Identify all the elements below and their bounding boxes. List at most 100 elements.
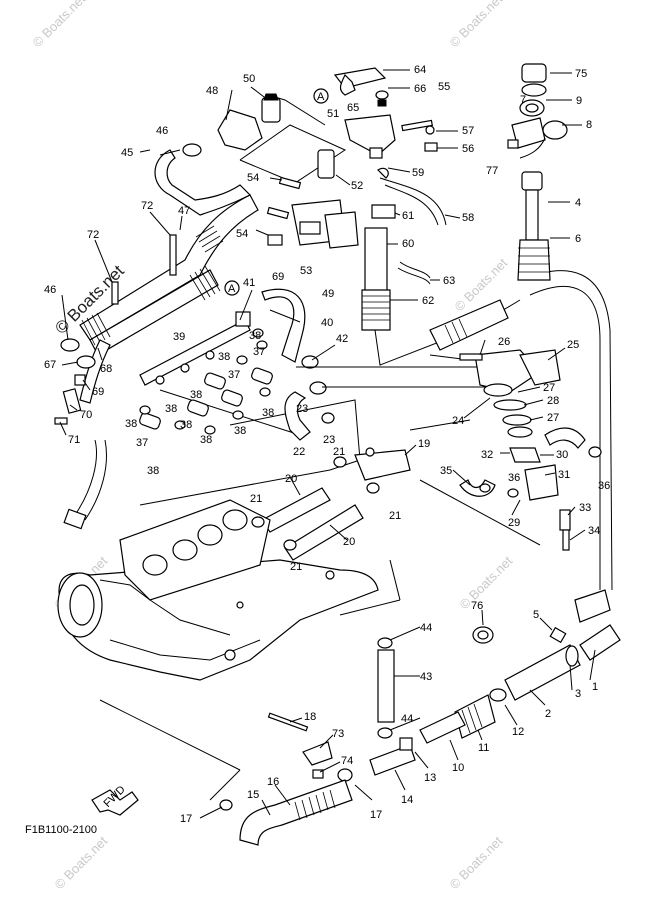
- callout-31: 31: [558, 469, 570, 481]
- tube-group: [261, 487, 364, 561]
- callout-29: 29: [508, 517, 520, 529]
- callout-28: 28: [547, 395, 559, 407]
- callout-33: 33: [579, 502, 591, 514]
- callout-49: 49: [322, 288, 334, 300]
- ref-marker-a: [224, 280, 240, 296]
- callout-36: 36: [508, 472, 520, 484]
- callout-67: 67: [44, 359, 56, 371]
- watermark-faint: © Boats.net: [447, 833, 506, 892]
- callout-10: 10: [452, 762, 464, 774]
- callout-26: 26: [498, 336, 510, 348]
- callout-27: 27: [543, 382, 555, 394]
- callout-21: 21: [389, 510, 401, 522]
- callout-76: 76: [471, 600, 483, 612]
- callout-21: 21: [250, 493, 262, 505]
- callout-12: 12: [512, 726, 524, 738]
- callout-63: 63: [443, 275, 455, 287]
- callout-38: 38: [200, 434, 212, 446]
- callout-36: 36: [598, 480, 610, 492]
- callout-46: 46: [44, 284, 56, 296]
- callout-51: 51: [327, 108, 339, 120]
- callout-37: 37: [228, 369, 240, 381]
- callout-21: 21: [333, 446, 345, 458]
- watermark-faint: © Boats.net: [447, 0, 506, 50]
- ref-marker-a: [313, 88, 329, 104]
- callout-27: 27: [547, 412, 559, 424]
- callout-74: 74: [341, 755, 353, 767]
- callout-17: 17: [180, 813, 192, 825]
- callout-22: 22: [293, 446, 305, 458]
- callout-15: 15: [247, 789, 259, 801]
- callout-20: 20: [285, 473, 297, 485]
- callout-3: 3: [575, 688, 581, 700]
- callout-18: 18: [304, 711, 316, 723]
- callout-38: 38: [249, 330, 261, 342]
- callout-48: 48: [206, 85, 218, 97]
- callout-43: 43: [420, 671, 432, 683]
- callout-19: 19: [418, 438, 430, 450]
- callout-23: 23: [296, 403, 308, 415]
- callout-37: 37: [253, 346, 265, 358]
- callout-38: 38: [218, 351, 230, 363]
- callout-30: 30: [556, 449, 568, 461]
- callout-62: 62: [422, 295, 434, 307]
- callout-38: 38: [190, 389, 202, 401]
- callout-47: 47: [178, 205, 190, 217]
- callout-20: 20: [343, 536, 355, 548]
- callout-35: 35: [440, 465, 452, 477]
- hose-lines: [63, 149, 621, 723]
- callout-5: 5: [533, 609, 539, 621]
- callout-72: 72: [141, 200, 153, 212]
- callout-54: 54: [236, 228, 248, 240]
- callout-61: 61: [402, 210, 414, 222]
- watermark-group: © Boats.net © Boats.net © Boats.net © Bo…: [30, 0, 516, 892]
- callout-46: 46: [156, 125, 168, 137]
- callout-77: 77: [486, 165, 498, 177]
- callout-60: 60: [402, 238, 414, 250]
- callout-21: 21: [290, 561, 302, 573]
- callout-24: 24: [452, 415, 464, 427]
- callout-32: 32: [481, 449, 493, 461]
- callout-58: 58: [462, 212, 474, 224]
- diagram-code: F1B1100-2100: [25, 824, 97, 836]
- callout-14: 14: [401, 794, 413, 806]
- callout-11: 11: [478, 742, 489, 754]
- callout-2: 2: [545, 708, 551, 720]
- callout-65: 65: [347, 102, 359, 114]
- callout-38: 38: [262, 407, 274, 419]
- callout-13: 13: [424, 772, 436, 784]
- callout-52: 52: [351, 180, 363, 192]
- callout-23: 23: [323, 434, 335, 446]
- callout-40: 40: [321, 317, 333, 329]
- ref-marker-a-label: A: [317, 91, 325, 103]
- callout-69: 69: [92, 386, 104, 398]
- fittings: [54, 63, 602, 846]
- ref-marker-a-label: A: [228, 283, 236, 295]
- callout-25: 25: [567, 339, 579, 351]
- callout-59: 59: [412, 167, 424, 179]
- callout-1: 1: [592, 681, 598, 693]
- callout-73: 73: [332, 728, 344, 740]
- water-rail: [139, 311, 251, 386]
- callout-70: 70: [80, 409, 92, 421]
- ref-markers: A A: [224, 88, 329, 296]
- callout-55: 55: [438, 81, 450, 93]
- callout-39: 39: [173, 331, 185, 343]
- callout-numbers: 1 2 3 4 5 6 7 8 9 10 11 12 13 14 15 16 1…: [44, 64, 610, 825]
- callout-50: 50: [243, 73, 255, 85]
- watermark-faint: © Boats.net: [457, 553, 516, 612]
- callout-44: 44: [420, 622, 432, 634]
- watermark-faint: © Boats.net: [30, 0, 89, 50]
- callout-7: 7: [520, 94, 526, 106]
- callout-41: 41: [243, 277, 255, 289]
- callout-16: 16: [267, 776, 279, 788]
- exhaust-manifold: [57, 499, 379, 681]
- assembly-outlines: [99, 94, 541, 801]
- callout-45: 45: [121, 147, 133, 159]
- callout-42: 42: [336, 333, 348, 345]
- callout-64: 64: [414, 64, 426, 76]
- callout-57: 57: [462, 125, 474, 137]
- callout-68: 68: [100, 363, 112, 375]
- callout-38: 38: [234, 425, 246, 437]
